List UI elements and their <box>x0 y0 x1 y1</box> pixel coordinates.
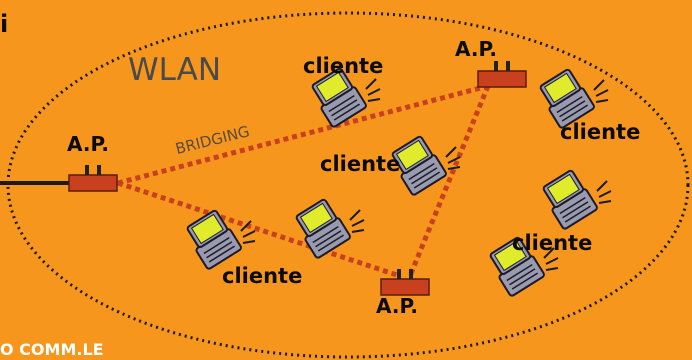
corner-text: i <box>0 10 9 38</box>
bridging-link-3 <box>407 85 491 277</box>
client-label: cliente <box>560 120 641 144</box>
footer-text: O COMM.LE <box>0 340 104 359</box>
access-point-icon <box>477 60 527 88</box>
access-point-icon <box>68 164 118 192</box>
ap-label: A.P. <box>376 294 419 318</box>
bridging-link-1 <box>117 83 489 186</box>
client-label: cliente <box>303 54 384 78</box>
laptop-icon <box>291 196 365 260</box>
bridging-links <box>117 83 491 279</box>
access-point-icon <box>380 268 430 296</box>
ap-label: A.P. <box>67 132 110 156</box>
laptop-icon <box>538 167 612 231</box>
client-label: cliente <box>512 231 593 255</box>
client-label: cliente <box>222 264 303 288</box>
ap-label: A.P. <box>455 37 498 61</box>
bridging-link-2 <box>117 180 401 279</box>
network-label: WLAN <box>128 52 222 88</box>
client-label: cliente <box>320 152 401 176</box>
laptop-icon <box>182 207 256 271</box>
wlan-boundary <box>6 11 690 359</box>
